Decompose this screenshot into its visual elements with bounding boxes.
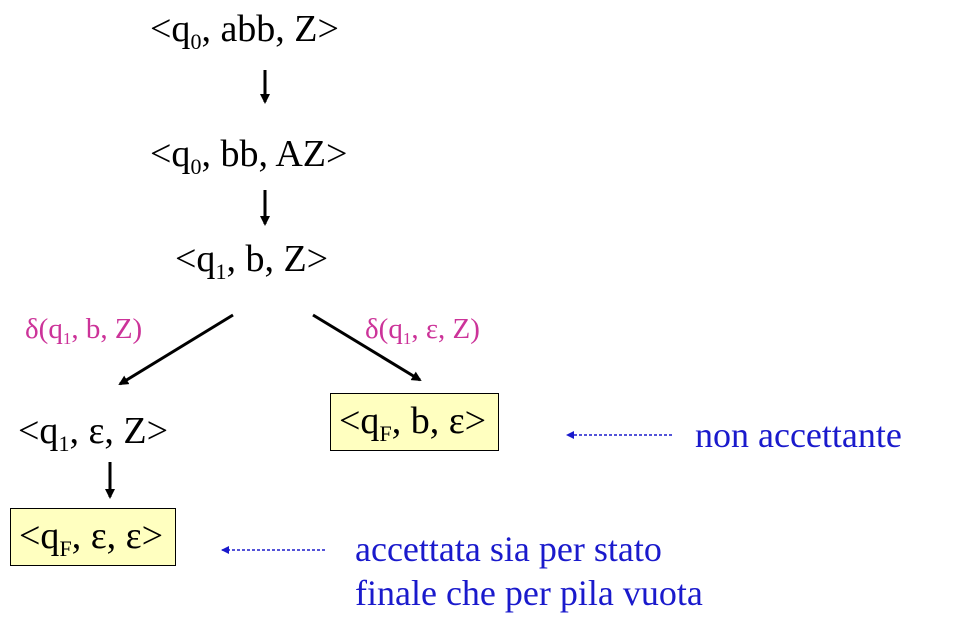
- config-text: <q: [19, 515, 60, 557]
- config-text: <q: [18, 410, 59, 452]
- config-q0-bb-AZ: <q0, bb, AZ>: [150, 133, 348, 178]
- config-subscript: 0: [190, 29, 202, 54]
- config-subscript: 1: [58, 431, 70, 456]
- config-subscript: F: [59, 536, 72, 561]
- config-subscript: 1: [215, 259, 227, 284]
- config-text: , ε, ε>: [71, 515, 164, 557]
- transition-subscript: 1: [62, 329, 72, 348]
- config-qF-b-eps-box: <qF, b, ε>: [330, 393, 500, 451]
- config-subscript: 0: [190, 154, 202, 179]
- transition-label-left: δ(q1, b, Z): [25, 313, 143, 348]
- arrow-c3-c4: [118, 313, 234, 386]
- config-text: <q: [339, 400, 380, 442]
- config-q1-b-Z: <q1, b, Z>: [175, 238, 329, 283]
- config-text: <q: [150, 8, 191, 50]
- transition-subscript: 1: [402, 329, 412, 348]
- config-text: <q: [175, 238, 216, 280]
- transition-text: , ε, Z): [411, 313, 480, 345]
- note-accept-line1: accettata sia per stato: [355, 529, 662, 569]
- config-text: <q: [150, 133, 191, 175]
- config-text: , bb, AZ>: [201, 133, 348, 175]
- arrow-c3-c5: [312, 313, 422, 382]
- config-q1-eps-Z: <q1, ε, Z>: [18, 410, 169, 455]
- config-qF-eps-eps-box: <qF, ε, ε>: [10, 508, 177, 566]
- note-reject: non accettante: [695, 414, 902, 458]
- config-text: , abb, Z>: [201, 8, 339, 50]
- transition-text: δ(q: [25, 313, 63, 345]
- note-reject-text: non accettante: [695, 415, 902, 455]
- note-accept-line2: finale che per pila vuota: [355, 572, 703, 613]
- note-accept: accettata sia per stato finale che per p…: [355, 528, 703, 616]
- transition-text: , b, Z): [71, 313, 143, 345]
- config-text: , ε, Z>: [69, 410, 169, 452]
- transition-text: δ(q: [365, 313, 403, 345]
- config-subscript: F: [379, 421, 392, 446]
- config-q0-abb-Z: <q0, abb, Z>: [150, 8, 339, 53]
- transition-label-right: δ(q1, ε, Z): [365, 313, 480, 348]
- config-text: , b, ε>: [391, 400, 487, 442]
- config-text: , b, Z>: [226, 238, 329, 280]
